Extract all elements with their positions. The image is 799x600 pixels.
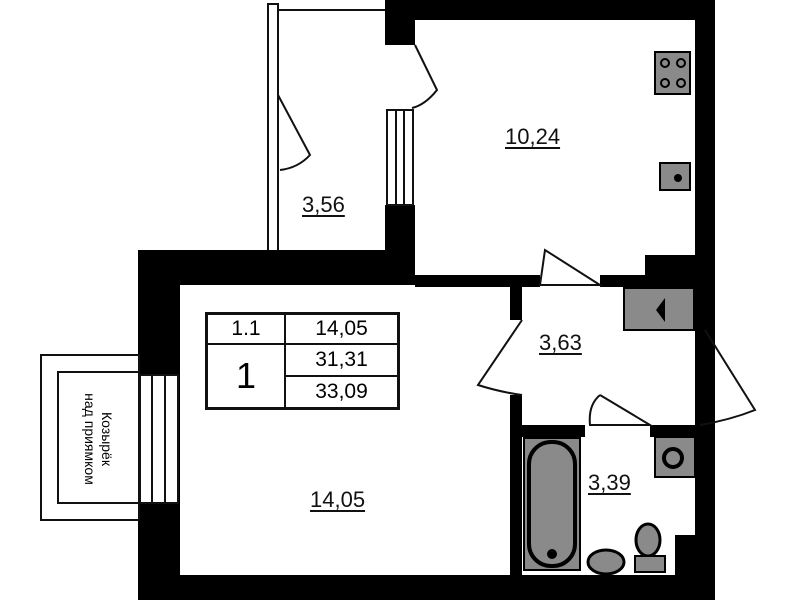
windows <box>139 109 414 504</box>
room-number-cell: 1.1 <box>207 314 285 344</box>
rooms-count-cell: 1 <box>207 344 285 408</box>
walls <box>138 0 715 600</box>
stove-icon <box>654 51 691 95</box>
doors <box>277 44 757 426</box>
canopy-label-line1: Козырёк <box>98 412 115 466</box>
area-summary-table: 1.1 14,05 1 31,31 33,09 <box>205 312 400 410</box>
canopy-label-line2: над приямком <box>81 393 98 485</box>
boiler-icon <box>623 287 695 331</box>
hallway-area-label: 3,63 <box>539 330 582 355</box>
kitchen-area-label: 10,24 <box>505 124 561 149</box>
room-area-cell: 14,05 <box>285 314 398 344</box>
total-area-cell: 33,09 <box>285 376 398 408</box>
canopy-label: Козырёк над приямком <box>60 375 135 503</box>
bathtub-icon <box>523 437 581 571</box>
canopy-outline <box>40 354 140 521</box>
sink-icon <box>659 162 691 191</box>
canopy-label-text: Козырёк над приямком <box>81 393 115 485</box>
living-area-cell: 31,31 <box>285 344 398 376</box>
washbasin-icon <box>586 548 626 576</box>
living-area-label: 14,05 <box>310 487 366 512</box>
bathroom-area-label: 3,39 <box>588 470 631 495</box>
balcony-area-label: 3,56 <box>302 192 345 217</box>
washing-machine-icon <box>654 436 696 478</box>
toilet-icon <box>634 522 666 573</box>
balcony-outline <box>267 3 386 257</box>
